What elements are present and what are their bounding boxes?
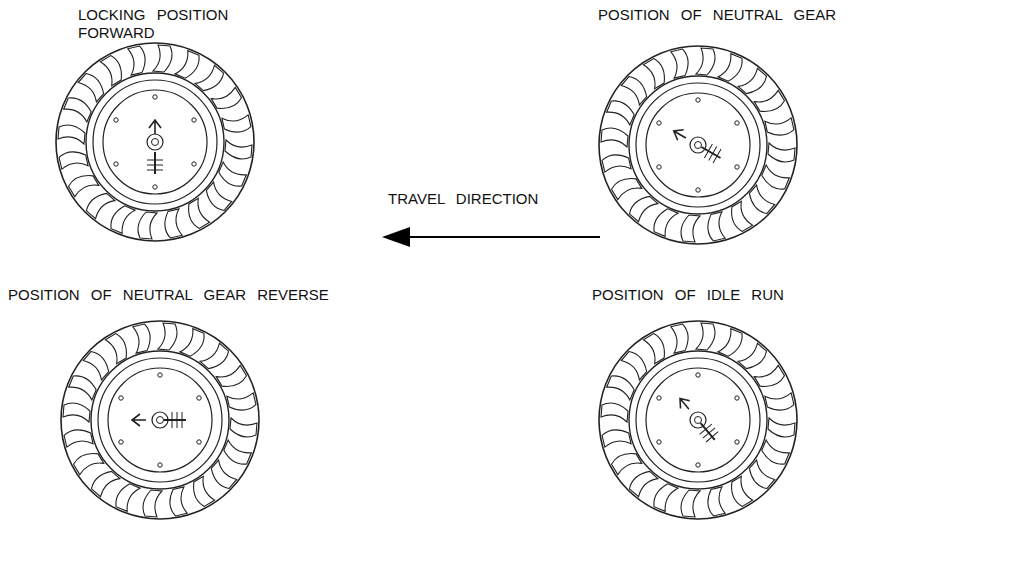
wheel-idle-run	[599, 321, 797, 519]
position-label: LOCKING POSITION FORWARD	[78, 6, 278, 42]
travel-direction-arrow	[382, 227, 600, 247]
position-label: POSITION OF IDLE RUN	[592, 286, 852, 304]
position-label: POSITION OF NEUTRAL GEAR	[598, 6, 1008, 24]
wheel-neutral-reverse	[61, 321, 259, 519]
wheel-locking	[56, 43, 254, 241]
wheel-neutral	[599, 46, 797, 244]
position-label: TRAVEL DIRECTION	[388, 190, 608, 208]
position-label: POSITION OF NEUTRAL GEAR REVERSE	[8, 286, 378, 304]
